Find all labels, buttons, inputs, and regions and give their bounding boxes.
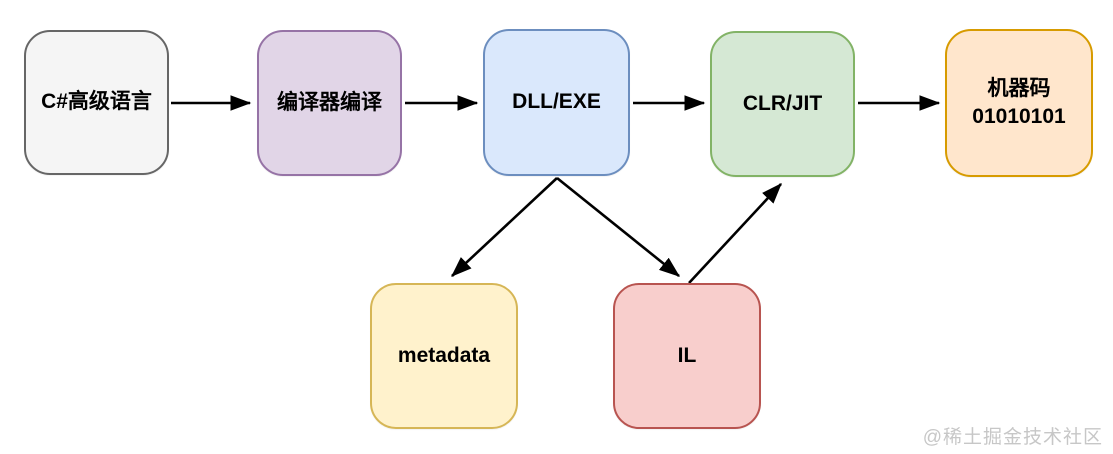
watermark: @稀土掘金技术社区 bbox=[922, 427, 1103, 448]
node-il: IL bbox=[613, 283, 761, 429]
node-compiler: 编译器编译 bbox=[257, 30, 402, 176]
node-dll-exe-label: DLL/EXE bbox=[512, 90, 601, 114]
node-csharp-language-label: C#高级语言 bbox=[41, 90, 152, 114]
edge-dllexe-to-il bbox=[556, 176, 681, 278]
node-clr-jit: CLR/JIT bbox=[710, 31, 855, 177]
node-machine-code-label-line1: 机器码 bbox=[987, 76, 1051, 100]
edge-dllexe-to-metadata bbox=[451, 177, 558, 277]
edge-il-to-clrjit bbox=[688, 183, 782, 284]
node-dll-exe: DLL/EXE bbox=[483, 29, 630, 176]
node-csharp-language: C#高级语言 bbox=[24, 30, 169, 175]
node-compiler-label: 编译器编译 bbox=[277, 90, 382, 114]
node-metadata: metadata bbox=[370, 283, 518, 429]
node-machine-code: 机器码 01010101 bbox=[945, 29, 1093, 177]
node-clr-jit-label: CLR/JIT bbox=[742, 91, 823, 115]
node-metadata-label: metadata bbox=[397, 343, 491, 367]
node-il-label: IL bbox=[677, 343, 697, 367]
node-machine-code-label-line2: 01010101 bbox=[972, 105, 1066, 128]
